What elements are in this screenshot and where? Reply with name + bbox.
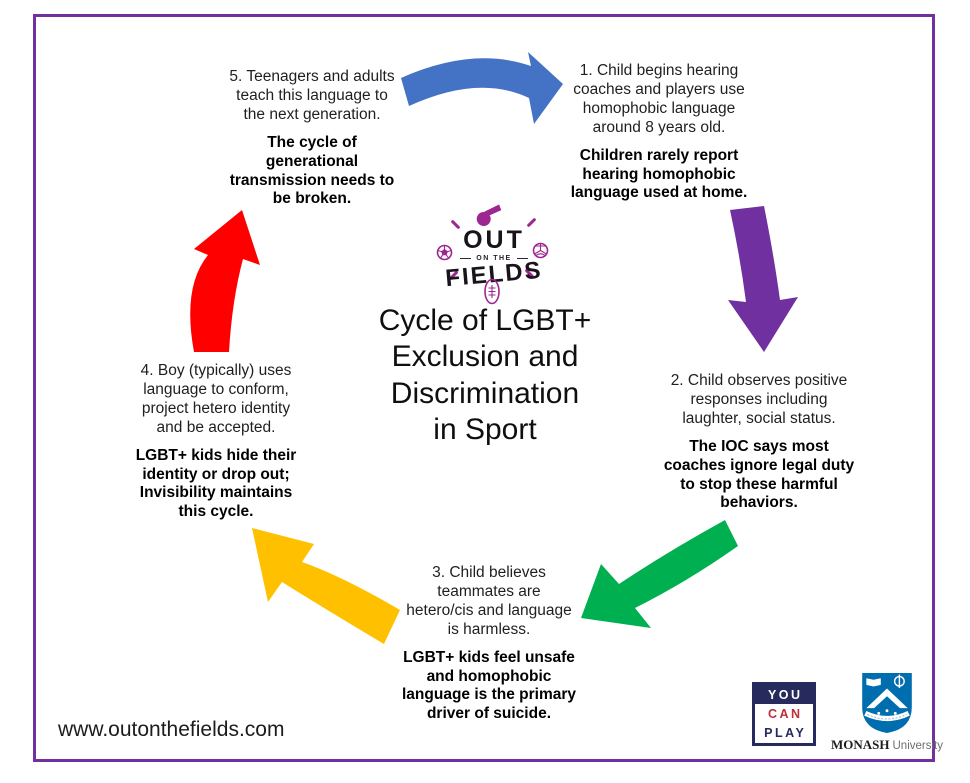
logo-word-out: OUT [463,226,525,254]
step-1-block: 1. Child begins hearing coaches and play… [563,62,755,203]
step-1-text: 1. Child begins hearing coaches and play… [573,62,745,136]
volleyball-icon [532,242,549,259]
step-4-emphasis: LGBT+ kids hide their identity or drop o… [135,446,297,521]
diagram-title: Cycle of LGBT+ Exclusion and Discriminat… [378,304,592,446]
step-5-text: 5. Teenagers and adults teach this langu… [229,68,395,123]
you-can-play-logo: YOU CAN PLAY [752,682,816,746]
logo-word-on-the: ON THE [476,255,512,262]
arrow-step5-to-step1-icon [401,52,563,124]
step-3-block: 3. Child believes teammates are hetero/c… [388,564,590,724]
step-2-text: 2. Child observes positive responses inc… [670,372,848,427]
monash-name: MONASH [831,737,890,752]
step-4-block: 4. Boy (typically) uses language to conf… [108,362,324,522]
divider-dash [460,257,472,260]
arrow-step4-to-step5-icon [190,210,260,352]
football-icon [484,278,500,305]
step-1-emphasis: Children rarely report hearing homophobi… [570,146,748,202]
step-2-block: 2. Child observes positive responses inc… [648,372,870,513]
arrow-step1-to-step2-icon [728,206,798,352]
divider-dash [516,257,528,260]
out-on-the-fields-logo: OUT ON THE FIELDS [424,204,564,308]
page-border [33,14,935,762]
ycp-row-you: YOU [755,685,813,705]
step-4-text: 4. Boy (typically) uses language to conf… [140,362,292,436]
step-5-block: 5. Teenagers and adults teach this langu… [216,68,408,209]
step-2-emphasis: The IOC says most coaches ignore legal d… [663,437,855,512]
ycp-row-play: PLAY [764,726,807,741]
monash-shield-icon [862,673,912,733]
whistle-icon [476,204,502,226]
arrow-step2-to-step3-icon [581,520,738,628]
monash-suffix: University [892,740,943,752]
arrow-step3-to-step4-icon [252,528,400,644]
logo-word-on-the-row: ON THE [424,255,564,262]
soccer-ball-icon [436,244,453,261]
step-3-text: 3. Child believes teammates are hetero/c… [406,564,572,638]
step-5-emphasis: The cycle of generational transmission n… [229,133,395,208]
ycp-row-can: CAN [767,706,803,721]
website-url: www.outonthefields.com [58,718,285,741]
step-3-emphasis: LGBT+ kids feel unsafe and homophobic la… [402,648,576,723]
